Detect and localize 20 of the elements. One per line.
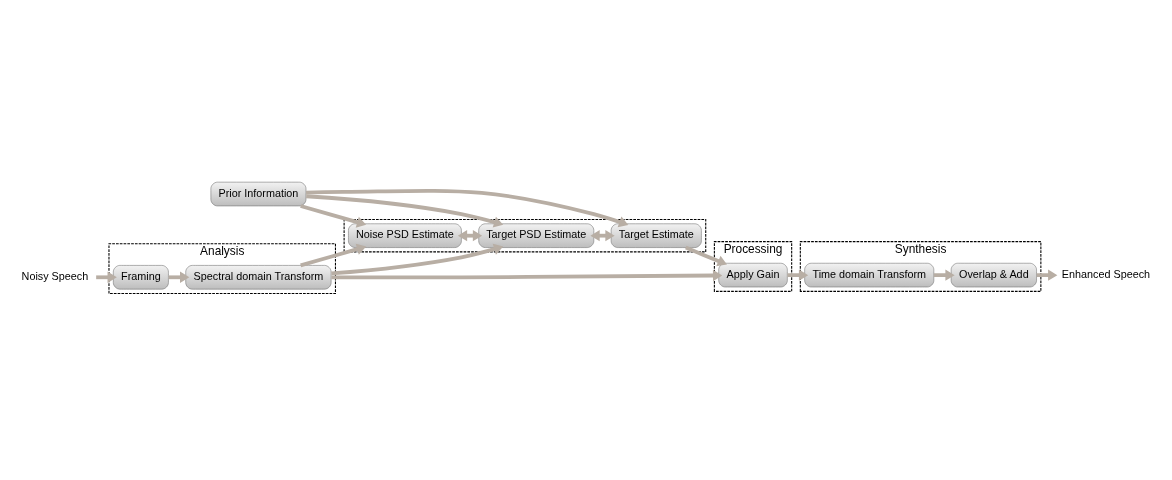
arrow bbox=[300, 243, 367, 268]
node-box: Prior Information bbox=[210, 181, 307, 207]
arrow bbox=[306, 194, 504, 228]
node-box: Spectral domain Transform bbox=[185, 265, 332, 290]
node-box: Target Estimate bbox=[610, 223, 702, 248]
node-box: Noise PSD Estimate bbox=[348, 223, 462, 248]
arrow bbox=[96, 271, 117, 283]
node-box: Time domain Transform bbox=[804, 262, 935, 288]
arrow bbox=[787, 269, 809, 281]
arrow bbox=[331, 269, 723, 282]
arrow bbox=[300, 204, 367, 228]
node-box: Target PSD Estimate bbox=[478, 223, 595, 248]
arrow bbox=[306, 188, 629, 228]
node-text: Enhanced Speech bbox=[1061, 267, 1151, 280]
node-text: Noisy Speech bbox=[21, 270, 89, 282]
node-box: Apply Gain bbox=[718, 262, 788, 288]
arrow bbox=[331, 243, 504, 276]
node-box: Framing bbox=[113, 265, 169, 290]
arrow bbox=[1036, 269, 1058, 281]
node-box: Overlap & Add bbox=[950, 262, 1037, 288]
